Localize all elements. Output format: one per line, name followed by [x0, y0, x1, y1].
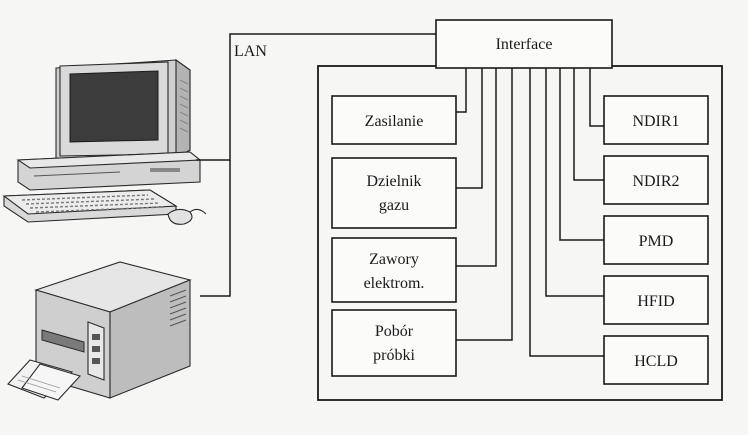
module-label-line1: Dzielnik: [366, 173, 421, 190]
signal-bus: [456, 68, 604, 357]
interface-label: Interface: [496, 36, 553, 53]
module-pobor-probki: Pobór próbki: [331, 309, 457, 377]
lan-connection: [196, 33, 436, 297]
printer-icon: [7, 261, 192, 401]
analyzer-ndir1: NDIR1: [603, 95, 709, 145]
lan-label: LAN: [234, 43, 267, 60]
analyzer-label: HFID: [637, 293, 674, 310]
module-label-line2: próbki: [373, 347, 415, 364]
module-zawory-elektrom: Zawory elektrom.: [331, 237, 457, 303]
analyzer-label: PMD: [639, 233, 674, 250]
desktop-computer-icon: [2, 58, 207, 225]
analyzer-label: NDIR2: [632, 173, 679, 190]
analyzer-hfid: HFID: [603, 275, 709, 325]
module-zasilanie: Zasilanie: [331, 95, 457, 145]
module-label-line1: Pobór: [375, 323, 414, 340]
analyzer-label: NDIR1: [632, 113, 679, 130]
module-label-line1: Zawory: [369, 251, 419, 268]
module-dzielnik-gazu: Dzielnik gazu: [331, 157, 457, 229]
analyzer-pmd: PMD: [603, 215, 709, 265]
analyzer-label: HCLD: [634, 353, 678, 370]
module-label-line2: gazu: [379, 197, 409, 214]
module-label-line2: elektrom.: [364, 275, 425, 292]
analyzer-hcld: HCLD: [603, 335, 709, 385]
module-label: Zasilanie: [365, 113, 424, 130]
analyzer-ndir2: NDIR2: [603, 155, 709, 205]
interface-box: Interface: [435, 19, 613, 69]
